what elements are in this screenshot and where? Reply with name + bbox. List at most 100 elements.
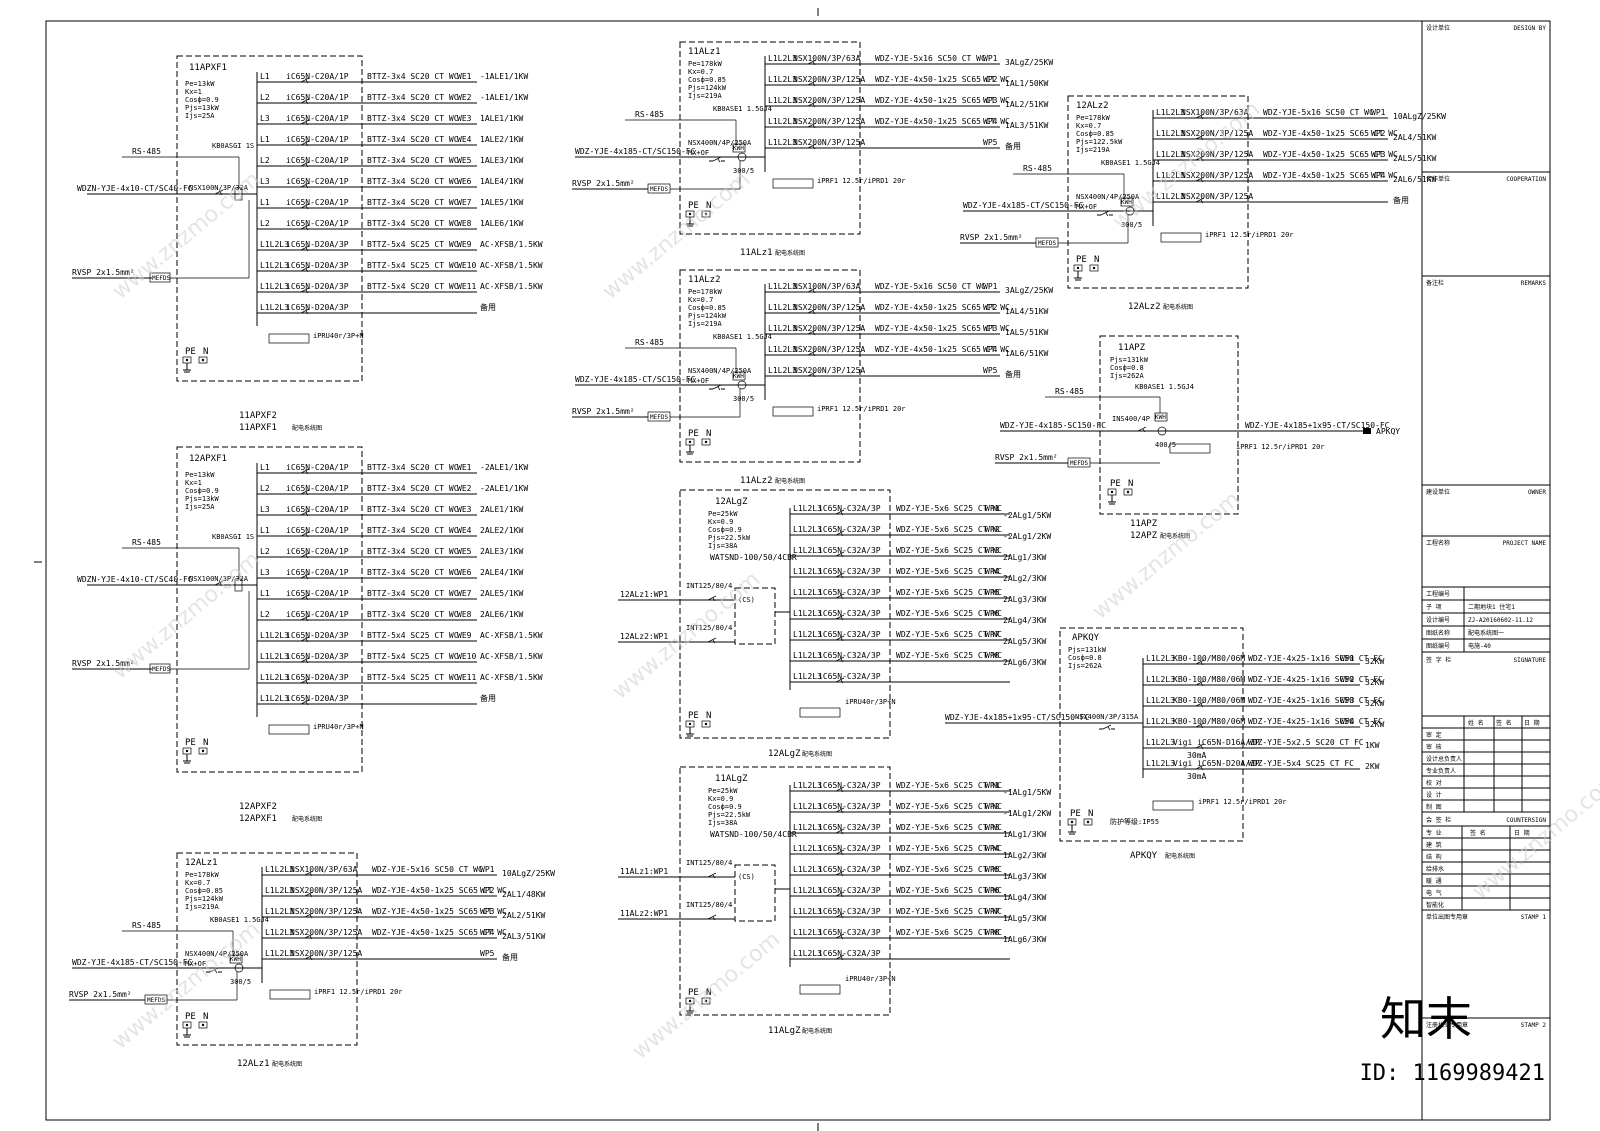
- circuit-phase: L1L2L3: [260, 694, 289, 703]
- ct-symbol: [737, 152, 747, 162]
- rs485-label: RS-485: [132, 147, 161, 156]
- circuit-number: WP8: [985, 651, 1000, 660]
- circuit-breaker: iC65N-D20A/3P: [286, 631, 349, 640]
- circuit-phase: L1L2L3: [793, 802, 822, 811]
- circuit-breaker: NSX200N/3P/125A: [793, 303, 865, 312]
- circuit-number: WE3: [457, 114, 472, 123]
- panel-param: Ijs=219A: [1076, 146, 1111, 154]
- circuit-number: WE8: [457, 219, 472, 228]
- circuit-cable: WDZ-YJE-4x50-1x25 SC65 CT WC: [1263, 150, 1398, 159]
- spd-box: [1152, 800, 1194, 811]
- circuit-number: WP5: [983, 366, 998, 375]
- ct-label: 400/5: [1155, 441, 1176, 449]
- circuit-cable: WDZ-YJE-4x25-1x16 SC50 CT FC: [1248, 675, 1383, 684]
- circuit-cable: WDZ-YJE-5x16 SC50 CT WC: [372, 865, 483, 874]
- circuit-breaker: iC65N-C20A/1P: [286, 484, 349, 493]
- circuit-phase: L1L2L3: [1156, 129, 1185, 138]
- cs-label: (CS): [738, 873, 755, 881]
- circuit-breaker: iC65N-C32A/3P: [818, 630, 881, 639]
- circuit-load: 32KW: [1365, 699, 1384, 708]
- circuit-number: WP4: [1371, 171, 1386, 180]
- circuit-load: 1ALE2/1KW: [480, 135, 524, 144]
- circuit-phase: L1L2L3: [768, 75, 797, 84]
- panel-11ALgZ: 11ALgZPe=25kWKx=0.9Cosф=0.9Pjs=22.5kWIjs…: [618, 766, 1051, 1036]
- main-breaker: NSX400N/4P/250A: [688, 139, 752, 147]
- panel-param: Pjs=124kW: [185, 895, 224, 903]
- circuit-cable: BTTZ-5x4 SC25 CT WC: [367, 652, 459, 661]
- panel-param: Ijs=219A: [688, 320, 723, 328]
- circuit-load: 2ALg1/3KW: [1003, 553, 1047, 562]
- circuit-breaker: iC65N-C32A/3P: [818, 588, 881, 597]
- incoming-cable: WDZN-YJE-4x10-CT/SC40-FC: [77, 575, 193, 584]
- circuit-load: AC-XFSB/1.5KW: [480, 631, 543, 640]
- circuit-number: WP1: [983, 54, 998, 63]
- pe-label: PE: [185, 347, 196, 357]
- circuit-breaker: KB0-100/M80/06M: [1173, 654, 1245, 663]
- circuit-load: 1AL6/51KW: [1005, 349, 1049, 358]
- circuit-cable: BTTZ-3x4 SC20 CT WC: [367, 93, 459, 102]
- ct-label: 300/5: [1121, 221, 1142, 229]
- circuit-cable: BTTZ-3x4 SC20 CT WC: [367, 156, 459, 165]
- mefds-label: MEFDS: [147, 997, 165, 1004]
- circuit-cable: WDZ-YJE-4x50-1x25 SC65 CT WC: [372, 928, 507, 937]
- main-breaker: NSX400N/4P/250A: [1076, 193, 1140, 201]
- pe-label: PE: [688, 988, 699, 998]
- title-block-row: 设计单位: [1426, 24, 1450, 32]
- circuit-breaker: NSX200N/3P/125A: [1181, 150, 1253, 159]
- circuit-cable: BTTZ-3x4 SC20 CT WC: [367, 547, 459, 556]
- circuit-load: 2ALE2/1KW: [480, 526, 524, 535]
- circuit-breaker: iC65N-C32A/3P: [818, 802, 881, 811]
- circuit-load: AC-XFSB/1.5KW: [480, 240, 543, 249]
- sign-row: 制 图: [1426, 803, 1442, 811]
- circuit-load: 2ALE1/1KW: [480, 505, 524, 514]
- circuit-phase: L1L2L3: [793, 672, 822, 681]
- circuit-breaker: iC65N-C32A/3P: [818, 781, 881, 790]
- panel-param: Kx=0.7: [1076, 122, 1101, 130]
- circuit-cable: BTTZ-3x4 SC20 CT WC: [367, 135, 459, 144]
- circuit-cable: WDZ-YJE-5x6 SC25 CT WC: [896, 609, 1002, 618]
- circuit-load: 1ALE5/1KW: [480, 198, 524, 207]
- circuit-load: 1ALg2/3KW: [1003, 851, 1047, 860]
- panel-param: Pjs=22.5kW: [708, 811, 751, 819]
- circuit-number: WP6: [985, 609, 1000, 618]
- panel-boundary: [1067, 95, 1249, 289]
- panel-boundary: [679, 489, 891, 739]
- circuit-phase: L2: [260, 156, 270, 165]
- mefds-box: [149, 663, 171, 674]
- panel-param: Ijs=38A: [708, 819, 738, 827]
- circuit-load: -1ALg1/5KW: [1003, 788, 1051, 797]
- caption-suffix: 配电系统图: [802, 750, 832, 758]
- circuit-phase: L1L2L3: [1146, 738, 1175, 747]
- circuit-cable: WDZ-YJE-4x50-1x25 SC65 CT WC: [875, 303, 1010, 312]
- circuit-load: 1AL1/50KW: [1005, 79, 1049, 88]
- outgoing-cable: WDZ-YJE-4x185+1x95-CT/SC150-FC: [1245, 421, 1390, 430]
- title-block-row-en: REMARKS: [1521, 280, 1547, 287]
- isolator-2: INT125/80/4: [686, 901, 732, 909]
- joint-row: 电 气: [1426, 889, 1442, 897]
- rs485-label: RS-485: [635, 110, 664, 119]
- mx-label: MX+OF: [185, 960, 206, 968]
- sign-en: SIGNATURE: [1513, 657, 1546, 664]
- circuit-load: 2AL1/48KW: [502, 890, 546, 899]
- spd-label: iPRF1 12.5r/iPRD1 20r: [1236, 443, 1325, 451]
- rvsp-cable: RVSP 2x1.5mm²: [960, 233, 1023, 242]
- panel-param: Ijs=25A: [185, 503, 215, 511]
- kwh-box: [229, 954, 243, 964]
- circuit-cable: WDZ-YJE-4x50-1x25 SC65 CT WC: [1263, 171, 1398, 180]
- circuit-number: WE10: [457, 261, 476, 270]
- spd-box: [799, 984, 841, 995]
- circuit-cable: WDZ-YJE-4x25-1x16 SC50 CT FC: [1248, 696, 1383, 705]
- panel-caption: 11APZ: [1130, 519, 1158, 529]
- circuit-cable: WDZ-YJE-5x6 SC25 CT WC: [896, 907, 1002, 916]
- incoming-cable: WDZ-YJE-4x185-SC150-FC: [1000, 421, 1106, 430]
- panel-boundary: [176, 852, 358, 1046]
- circuit-cable: WDZ-YJE-4x50-1x25 SC65 CT WC: [372, 907, 507, 916]
- panel-param: Pjs=122.5kW: [1076, 138, 1123, 146]
- circuit-number: WP5: [985, 588, 1000, 597]
- circuit-breaker: NSX200N/3P/125A: [290, 949, 362, 958]
- info-label: 工程编号: [1426, 590, 1450, 598]
- circuit-breaker: iC65N-C20A/1P: [286, 156, 349, 165]
- panel-11APXF1: 11APXF1Pe=13kWKx=1Cosф=0.9Pjs=13kWIjs=25…: [72, 55, 543, 433]
- rs485-label: RS-485: [1055, 387, 1084, 396]
